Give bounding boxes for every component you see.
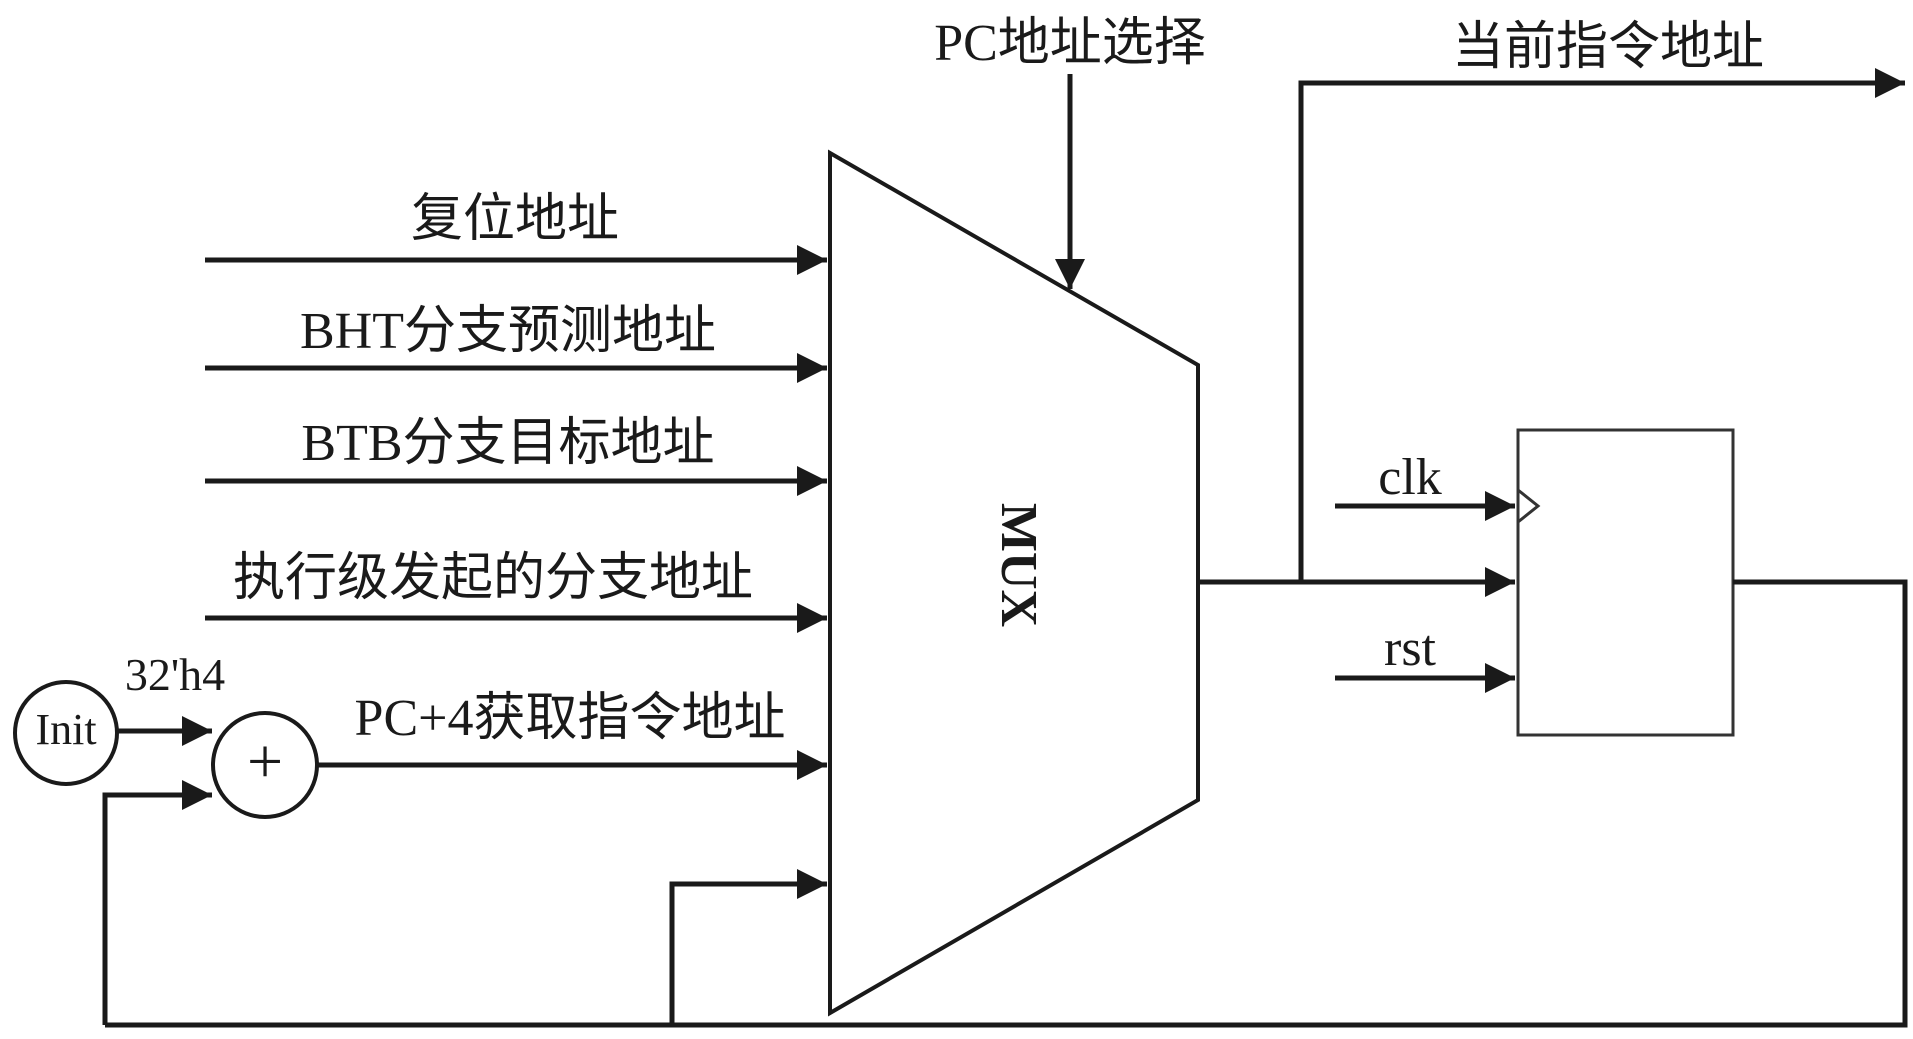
clock-edge-icon bbox=[1517, 488, 1541, 524]
feedback-to-mux bbox=[669, 869, 827, 1025]
pc4-addr-label: PC+4获取指令地址 bbox=[355, 690, 786, 747]
pc-register bbox=[1516, 428, 1735, 737]
btb-addr-label: BTB分支目标地址 bbox=[301, 415, 714, 472]
exec-branch-addr-label: 执行级发起的分支地址 bbox=[233, 550, 753, 607]
mux-label: MUX bbox=[990, 503, 1047, 627]
reset-addr-label: 复位地址 bbox=[411, 191, 619, 248]
reg-feedback-loop bbox=[105, 579, 1908, 1028]
current-addr-label: 当前指令地址 bbox=[1452, 19, 1764, 76]
mux-block bbox=[828, 149, 1200, 1017]
feedback-to-adder bbox=[102, 780, 212, 1025]
init-node bbox=[13, 680, 119, 786]
pc-select-label: PC地址选择 bbox=[934, 15, 1206, 72]
bht-addr-label: BHT分支预测地址 bbox=[300, 303, 716, 360]
const-4-label: 32'h4 bbox=[125, 649, 225, 700]
clk-label: clk bbox=[1378, 449, 1442, 506]
plus-icon: + bbox=[247, 726, 283, 797]
init-label: Init bbox=[35, 705, 96, 754]
rst-label: rst bbox=[1384, 620, 1437, 677]
current-addr-arrow bbox=[1298, 68, 1905, 582]
